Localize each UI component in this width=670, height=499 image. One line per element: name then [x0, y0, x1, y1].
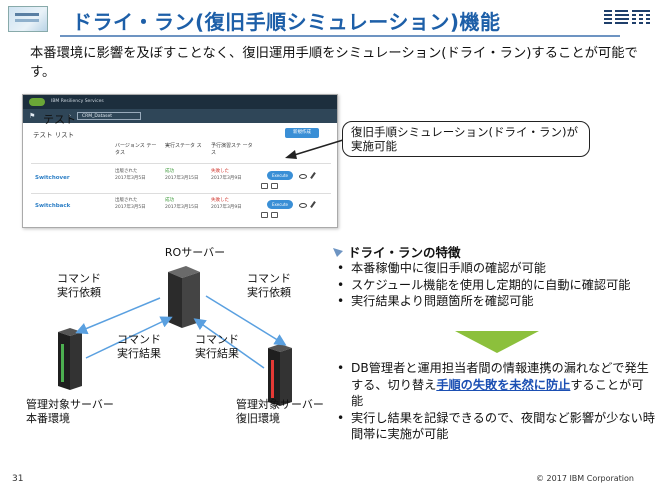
prod-server-icon: [58, 328, 82, 390]
nav-chevron-icon: ›: [69, 113, 71, 119]
benefit-text-pre: DB管理者と運用担当者間の情報連携の漏れなどで発生する、切り替え: [351, 361, 649, 392]
row1-rehearsal-date: 2017年3月9日: [211, 176, 242, 181]
row-name-switchover[interactable]: Switchover: [35, 175, 70, 181]
calendar-icon[interactable]: [261, 183, 268, 189]
label-line: コマンド: [247, 272, 291, 285]
app-navbar: ⚑ テスト › CRM_Dataset: [23, 109, 337, 126]
column-run-status: 実行ステータ ス: [165, 143, 202, 149]
label-line: コマンド: [117, 333, 161, 346]
cmd-request-right-label: コマンド 実行依頼: [234, 272, 304, 300]
label-line: 実行依頼: [247, 286, 291, 299]
features-list-bottom: DB管理者と運用担当者間の情報連携の漏れなどで発生する、切り替え手順の失敗を未然…: [335, 360, 655, 443]
dataset-selector[interactable]: CRM_Dataset: [77, 112, 141, 120]
column-version-status: バージョンス テータス: [115, 143, 157, 156]
ro-server-icon: [168, 266, 200, 328]
dr-server-icon: [268, 344, 292, 406]
row1-rehearsal-status: 失敗した: [211, 169, 229, 174]
report-icon[interactable]: [271, 212, 278, 218]
row2-rehearsal-date: 2017年3月9日: [211, 205, 242, 210]
copyright: © 2017 IBM Corporation: [536, 474, 634, 483]
row2-run-status: 成功: [165, 198, 174, 203]
flag-icon[interactable]: ⚑: [29, 112, 36, 120]
report-icon[interactable]: [271, 183, 278, 189]
label-line: 実行依頼: [57, 286, 101, 299]
column-rehearsal-status: 予行演習ステ ータス: [211, 143, 253, 156]
feature-item: 実行し結果を記録できるので、夜間など影響が少ない時間帯に実施が可能: [335, 410, 655, 443]
down-arrow-triangle: [455, 331, 539, 353]
row1-run-status: 成功: [165, 169, 174, 174]
page-number: 31: [12, 474, 24, 484]
nav-test-label[interactable]: テスト: [43, 113, 76, 126]
row-divider: [31, 193, 331, 194]
label-line: コマンド: [57, 272, 101, 285]
new-test-button[interactable]: 新規作成: [285, 128, 319, 138]
edit-pencil-icon[interactable]: [310, 201, 316, 208]
app-topbar: IBM Resiliency Services: [23, 95, 337, 109]
feature-item: 実行結果より問題箇所を確認可能: [335, 293, 655, 310]
slide-thumbnail-icon: [8, 6, 48, 32]
row2-rehearsal-status: 失敗した: [211, 198, 229, 203]
feature-bullet-icon: [333, 248, 343, 257]
feature-item: 本番稼働中に復旧手順の確認が可能: [335, 260, 655, 277]
callout-pointer-arrow: [285, 139, 344, 159]
title-underline: [60, 35, 620, 37]
dr-server-label: 管理対象サーバー 復旧環境: [236, 398, 356, 426]
label-line: コマンド: [195, 333, 239, 346]
label-line: 本番環境: [26, 412, 70, 425]
feature-item: スケジュール機能を使用し定期的に自動に確認可能: [335, 277, 655, 294]
features-title: ドライ・ランの特徴: [348, 245, 461, 260]
cmd-result-right-label: コマンド 実行結果: [182, 333, 252, 361]
cmd-request-left-label: コマンド 実行依頼: [44, 272, 114, 300]
row1-version-date: 2017年3月5日: [115, 176, 146, 181]
label-line: 管理対象サーバー: [26, 398, 114, 411]
slide-title: ドライ・ラン(復旧手順シミュレーション)機能: [72, 10, 501, 34]
label-line: 実行結果: [117, 347, 161, 360]
eye-icon[interactable]: [299, 174, 307, 179]
eye-icon[interactable]: [299, 203, 307, 208]
row2-run-date: 2017年3月15日: [165, 205, 199, 210]
row2-version-date: 2017年3月5日: [115, 205, 146, 210]
row-divider: [31, 163, 331, 164]
label-line: 復旧環境: [236, 412, 280, 425]
lead-text: 本番環境に影響を及ぼすことなく、復旧運用手順をシミュレーション(ドライ・ラン)す…: [30, 46, 638, 80]
ro-server-label: ROサーバー: [164, 246, 226, 259]
callout-box: 復旧手順シミュレーション(ドライ・ラン)が実施可能: [342, 121, 590, 157]
test-list-title: テスト リスト: [33, 131, 75, 139]
row2-version-status: 出版された: [115, 198, 138, 203]
row2-execute-button[interactable]: Execute: [267, 200, 293, 209]
app-screenshot: IBM Resiliency Services ⚑ テスト › CRM_Data…: [22, 94, 338, 228]
ibm-logo: [604, 8, 650, 32]
server-diagram: [58, 266, 292, 406]
app-logo-icon: [29, 98, 45, 106]
row-name-switchback[interactable]: Switchback: [35, 203, 71, 209]
row1-version-status: 出版された: [115, 169, 138, 174]
row1-execute-button[interactable]: Execute: [267, 171, 293, 180]
row1-run-date: 2017年3月15日: [165, 176, 199, 181]
edit-pencil-icon[interactable]: [310, 172, 316, 179]
prod-server-label: 管理対象サーバー 本番環境: [26, 398, 146, 426]
label-line: 実行結果: [195, 347, 239, 360]
benefit-highlight: 手順の失敗を未然に防止: [436, 377, 571, 392]
calendar-icon[interactable]: [261, 212, 268, 218]
benefit-text-post: することが可能: [351, 377, 644, 409]
features-list-top: 本番稼働中に復旧手順の確認が可能 スケジュール機能を使用し定期的に自動に確認可能…: [335, 260, 655, 310]
cmd-result-left-label: コマンド 実行結果: [104, 333, 174, 361]
app-product-title: IBM Resiliency Services: [51, 99, 104, 104]
feature-item-benefit: DB管理者と運用担当者間の情報連携の漏れなどで発生する、切り替え手順の失敗を未然…: [335, 360, 655, 410]
label-line: 管理対象サーバー: [236, 398, 324, 411]
